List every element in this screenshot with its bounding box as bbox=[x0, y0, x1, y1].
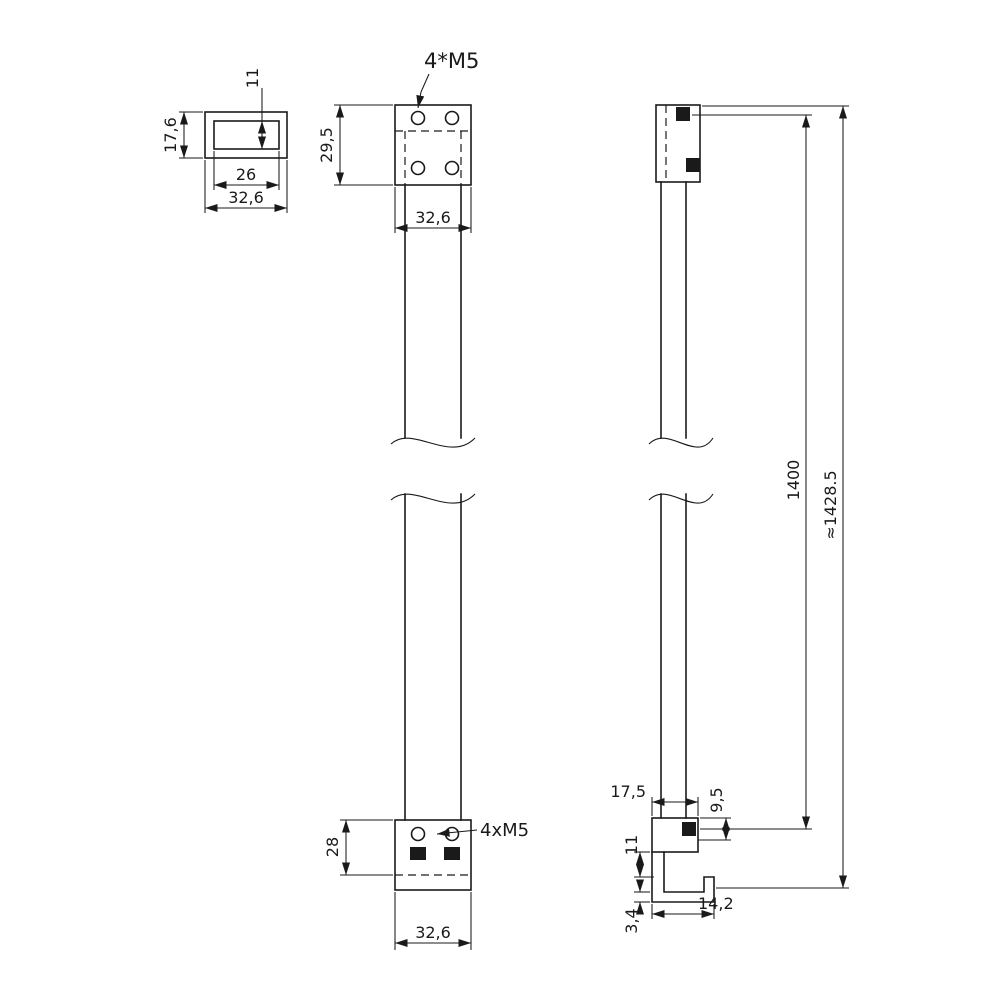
cross-section-inner-profile bbox=[213, 120, 280, 150]
dim-cross-inner-width: 26 bbox=[236, 165, 256, 184]
dim-cross-outer-height: 17,6 bbox=[161, 117, 180, 153]
side-foot-profile bbox=[651, 851, 715, 903]
mounting-hole bbox=[444, 160, 460, 176]
set-screw-block bbox=[682, 822, 696, 836]
label-top-thread: 4*M5 bbox=[424, 49, 479, 73]
mounting-hole bbox=[410, 110, 426, 126]
front-bottom-plate bbox=[394, 819, 472, 891]
break-line bbox=[648, 437, 714, 448]
dim-side-screw-offset: 9,5 bbox=[707, 787, 726, 812]
thread-leader-line bbox=[416, 73, 430, 109]
mounting-hole bbox=[410, 160, 426, 176]
dim-side-overall-length: ≈1428.5 bbox=[821, 470, 840, 539]
mounting-hole bbox=[444, 826, 460, 842]
thread-leader-line bbox=[436, 828, 478, 837]
dim-front-bottom-plate-width: 32,6 bbox=[415, 923, 451, 942]
dim-front-bottom-plate-height: 28 bbox=[323, 837, 342, 857]
break-line bbox=[390, 493, 476, 504]
cross-section-view: 17,6 11 26 32,6 bbox=[161, 68, 288, 213]
break-line bbox=[648, 493, 714, 504]
set-screw-block bbox=[676, 107, 690, 121]
mounting-hole bbox=[410, 826, 426, 842]
side-bottom-bracket bbox=[651, 817, 699, 853]
front-top-plate bbox=[394, 104, 472, 186]
side-view: 17,5 9,5 11 3,4 14,2 1400 ≈1428.5 bbox=[610, 104, 849, 934]
dim-side-hook-opening: 11 bbox=[622, 835, 641, 855]
set-screw-block bbox=[686, 158, 700, 172]
side-top-section bbox=[655, 104, 701, 183]
dim-side-bracket-width: 17,5 bbox=[610, 782, 646, 801]
dim-front-top-plate-height: 29,5 bbox=[317, 127, 336, 163]
dim-front-top-plate-width: 32,6 bbox=[415, 208, 451, 227]
front-view: 4*M5 29,5 32,6 4xM5 28 bbox=[317, 49, 529, 950]
dim-cross-inner-height: 11 bbox=[243, 68, 262, 88]
cross-section-outer-profile bbox=[204, 111, 288, 159]
set-screw-block bbox=[444, 847, 460, 860]
dim-side-foot-thickness: 3,4 bbox=[622, 908, 641, 933]
dim-cross-outer-width: 32,6 bbox=[228, 188, 264, 207]
set-screw-block bbox=[410, 847, 426, 860]
break-line bbox=[390, 437, 476, 448]
mounting-hole bbox=[444, 110, 460, 126]
dim-side-foot-length: 14,2 bbox=[698, 894, 734, 913]
label-bottom-thread: 4xM5 bbox=[480, 820, 529, 841]
dim-side-mount-distance: 1400 bbox=[784, 460, 803, 501]
